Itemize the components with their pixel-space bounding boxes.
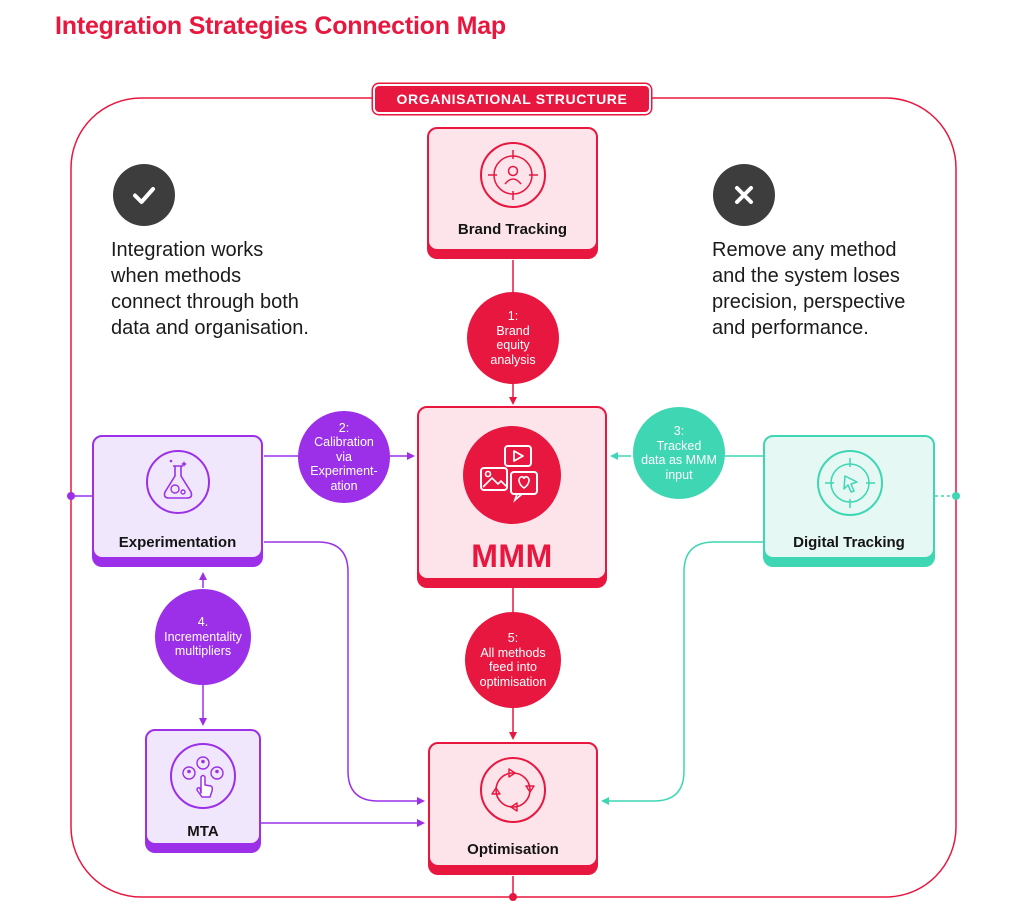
cycle-arrows-icon [480,757,546,823]
target-cursor-icon [817,450,883,516]
step-5-number: 5: [507,631,519,645]
experimentation-label: Experimentation [118,534,237,551]
media-icons [463,426,561,524]
step-1-number: 1: [507,309,519,323]
step-3-text: Tracked data as MMM input [641,438,717,482]
flask-icon [146,450,210,514]
step-4-number: 4. [197,615,209,630]
step-4-incrementality: 4. Incrementality multipliers [155,589,251,685]
page-title: Integration Strategies Connection Map [55,12,506,40]
cross-icon [713,164,775,226]
check-icon [113,164,175,226]
organisational-structure-label: ORGANISATIONAL STRUCTURE [373,84,651,114]
step-4-text: Incrementality multipliers [164,629,242,659]
brand-tracking-label: Brand Tracking [457,221,568,238]
step-5-text: All methods feed into optimisation [479,645,547,689]
step-2-calibration: 2: Calibration via Experiment- ation [298,411,390,503]
step-3-tracked-data: 3: Tracked data as MMM input [633,407,725,499]
experimentation-node: Experimentation [92,435,263,559]
step-2-text: Calibration via Experiment- ation [310,435,378,493]
optimisation-label: Optimisation [467,841,559,858]
people-touch-icon [170,743,236,809]
integration-works-text: Integration works when methods connect t… [111,239,309,339]
mta-node: MTA [145,729,261,845]
brand-tracking-node: Brand Tracking [427,127,598,251]
step-5-all-methods: 5: All methods feed into optimisation [465,612,561,708]
optimisation-node: Optimisation [428,742,598,867]
step-1-text: Brand equity analysis [490,323,536,367]
digital-tracking-node: Digital Tracking [763,435,935,559]
mmm-node: MMM [417,406,607,580]
step-2-number: 2: [338,420,350,435]
step-1-brand-equity: 1: Brand equity analysis [467,292,559,384]
mta-label: MTA [187,823,219,840]
target-person-icon [480,142,546,208]
digital-tracking-label: Digital Tracking [793,534,905,551]
mmm-label: MMM [471,538,553,574]
step-3-number: 3: [673,424,685,438]
remove-method-text: Remove any method and the system loses p… [712,239,906,339]
